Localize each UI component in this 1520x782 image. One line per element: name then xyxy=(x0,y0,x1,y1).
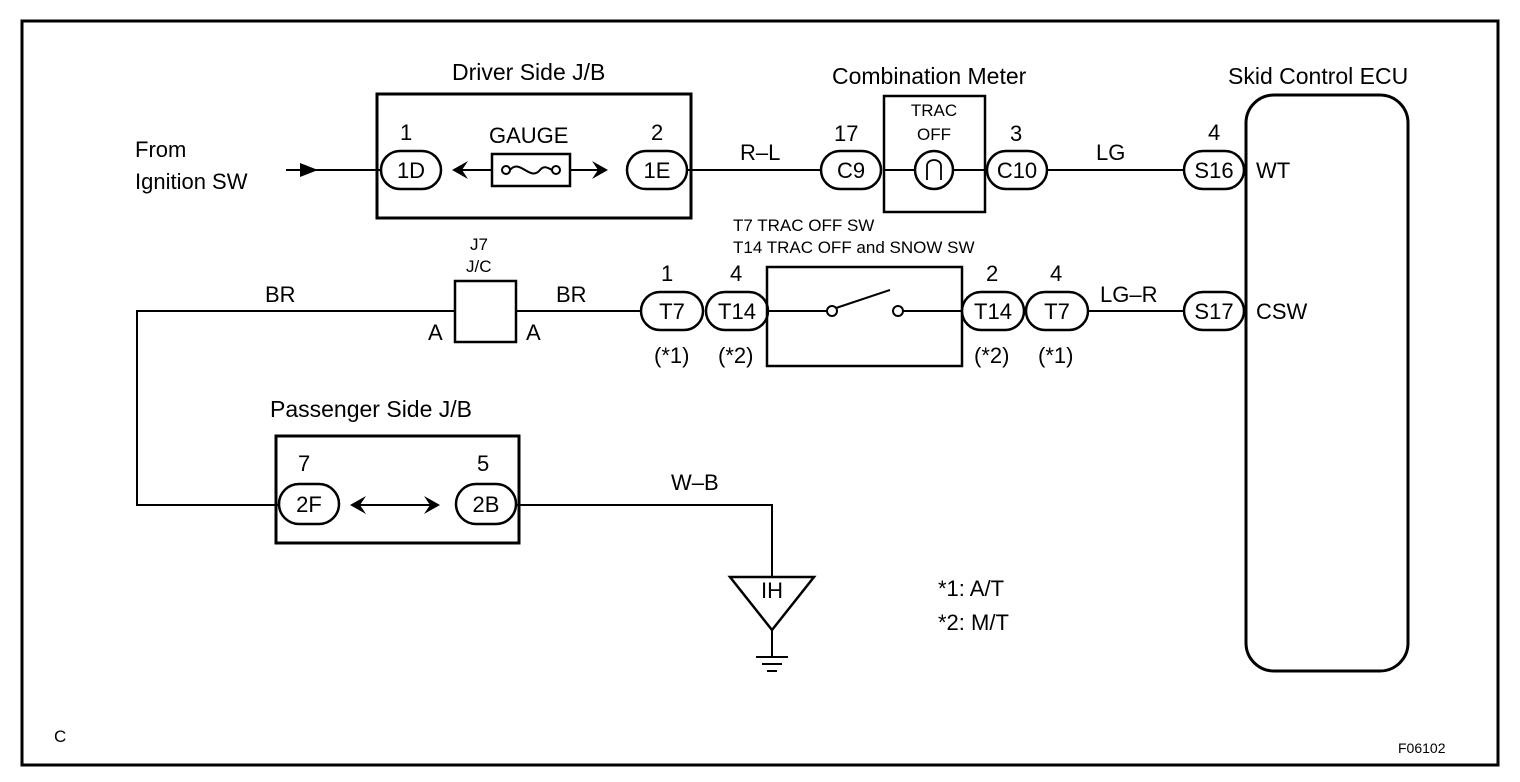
wire-br-left xyxy=(136,310,455,506)
ecu-terminal-csw: CSW xyxy=(1256,299,1308,324)
fuse-terminal-left xyxy=(501,165,511,175)
connector-t14-right xyxy=(960,290,1026,332)
trac-sw-label-1: T7 TRAC OFF SW xyxy=(733,216,874,235)
input-arrow-icon xyxy=(300,163,318,177)
connector-t7-left-label: T7 xyxy=(659,299,685,324)
connector-c9 xyxy=(819,149,883,191)
switch-right-pin-2: 4 xyxy=(1050,261,1062,286)
combination-meter-box xyxy=(882,94,987,214)
passenger-jb-pin-left: 7 xyxy=(298,451,310,476)
switch-right-note-2: (*1) xyxy=(1038,343,1073,368)
skid-ecu-title: Skid Control ECU xyxy=(1228,63,1408,89)
wire-br-right-label: BR xyxy=(556,282,587,307)
wire-br-left-label: BR xyxy=(265,282,296,307)
connector-1e-label: 1E xyxy=(644,158,671,183)
connector-1d xyxy=(379,149,443,191)
jc-title-1: J7 xyxy=(470,235,488,254)
switch-left-note-2: (*2) xyxy=(718,343,753,368)
wire-lg-label: LG xyxy=(1096,140,1125,165)
wire-r-l-label: R–L xyxy=(740,140,780,165)
trac-label: TRAC xyxy=(911,101,957,120)
jc-pin-right: A xyxy=(526,320,541,345)
meter-pin-in: 17 xyxy=(834,121,858,146)
ecu-terminal-wt: WT xyxy=(1256,158,1290,183)
meter-pin-out: 3 xyxy=(1010,121,1022,146)
passenger-jb-pin-right: 5 xyxy=(477,451,489,476)
wire-w-b xyxy=(516,504,773,576)
junction-connector-box xyxy=(453,279,518,344)
connector-t14-left-label: T14 xyxy=(718,299,756,324)
skid-ecu-box xyxy=(1244,93,1410,673)
connector-t7-right-label: T7 xyxy=(1044,299,1070,324)
note-1: *1: A/T xyxy=(938,576,1004,601)
driver-jb-pin-out: 2 xyxy=(651,120,663,145)
connector-s17-label: S17 xyxy=(1194,299,1233,324)
jc-pin-left: A xyxy=(428,320,443,345)
driver-jb-title: Driver Side J/B xyxy=(452,59,605,85)
connector-chevron-icon xyxy=(424,496,440,514)
combination-meter-title: Combination Meter xyxy=(832,63,1027,89)
switch-left-pin-1: 1 xyxy=(661,261,673,286)
switch-left-note-1: (*1) xyxy=(654,343,689,368)
fuse-icon xyxy=(509,165,553,175)
connector-chevron-icon xyxy=(350,496,366,514)
connector-1d-label: 1D xyxy=(397,158,425,183)
fuse-terminal-right xyxy=(551,165,561,175)
wire-lg-r-label: LG–R xyxy=(1100,282,1157,307)
switch-contact-left xyxy=(826,305,838,317)
connector-s16-label: S16 xyxy=(1194,158,1233,183)
indicator-lamp-icon xyxy=(913,149,955,191)
switch-left-pin-2: 4 xyxy=(730,261,742,286)
connector-chevron-icon xyxy=(592,161,608,179)
trac-off-switch-box xyxy=(765,265,964,368)
gauge-fuse-label: GAUGE xyxy=(489,123,568,148)
connector-2f-label: 2F xyxy=(296,492,322,517)
passenger-jb-box xyxy=(274,434,521,545)
connector-t14-right-label: T14 xyxy=(974,299,1012,324)
trac-sw-label-2: T14 TRAC OFF and SNOW SW xyxy=(733,238,975,257)
connector-c9-label: C9 xyxy=(837,158,865,183)
passenger-jb-title: Passenger Side J/B xyxy=(270,396,472,422)
ecu-pin-wt: 4 xyxy=(1208,120,1220,145)
lamp-filament xyxy=(926,159,942,180)
from-label: From xyxy=(135,137,186,162)
figure-code: F06102 xyxy=(1398,740,1446,756)
diagram-frame xyxy=(20,19,1500,767)
connector-s16 xyxy=(1182,149,1246,191)
connector-2f xyxy=(277,482,341,526)
switch-blade-icon xyxy=(835,289,891,309)
switch-contact-right xyxy=(892,305,904,317)
connector-c10-label: C10 xyxy=(997,158,1037,183)
connector-2b-label: 2B xyxy=(473,492,500,517)
connector-chevron-icon xyxy=(452,161,468,179)
off-label: OFF xyxy=(917,125,951,144)
driver-jb-box xyxy=(375,92,693,220)
driver-jb-pin-in: 1 xyxy=(400,120,412,145)
switch-right-pin-1: 2 xyxy=(986,261,998,286)
connector-t7-left xyxy=(639,290,705,332)
switch-right-note-1: (*2) xyxy=(974,343,1009,368)
ground-label: IH xyxy=(761,578,783,603)
wire-w-b-label: W–B xyxy=(671,470,719,495)
note-2: *2: M/T xyxy=(938,610,1009,635)
ground-point-icon xyxy=(727,575,817,633)
ignition-sw-label: Ignition SW xyxy=(135,169,248,194)
corner-left-mark: C xyxy=(54,727,66,746)
jc-title-2: J/C xyxy=(466,257,492,276)
